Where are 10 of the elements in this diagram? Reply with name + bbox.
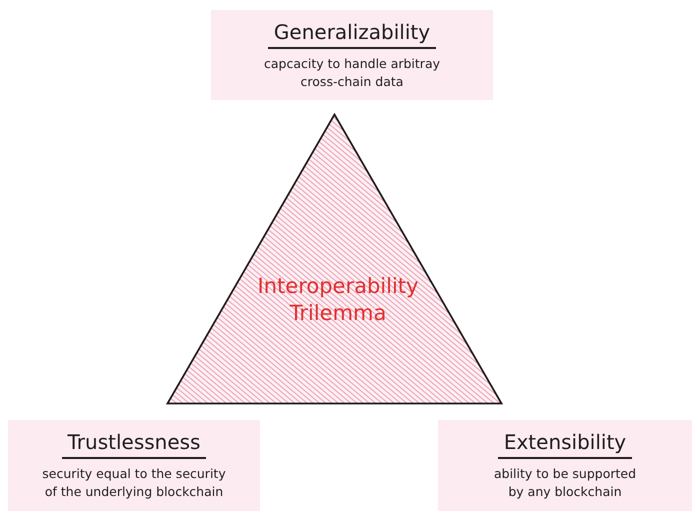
center-label: Interoperability Trilemma [256, 273, 420, 327]
card-description: security equal to the security of the underlying blockchain [41, 465, 227, 501]
concept-card [211, 10, 493, 100]
card-description: capcacity to handle arbitray cross-chain data [262, 55, 442, 91]
card-description: ability to be supported by any blockchain [492, 465, 638, 501]
card-heading: Extensibility [498, 429, 632, 459]
card-heading: Generalizability [268, 19, 436, 49]
card-heading: Trustlessness [62, 429, 206, 459]
concept-card [438, 420, 692, 511]
concept-card [8, 420, 260, 511]
